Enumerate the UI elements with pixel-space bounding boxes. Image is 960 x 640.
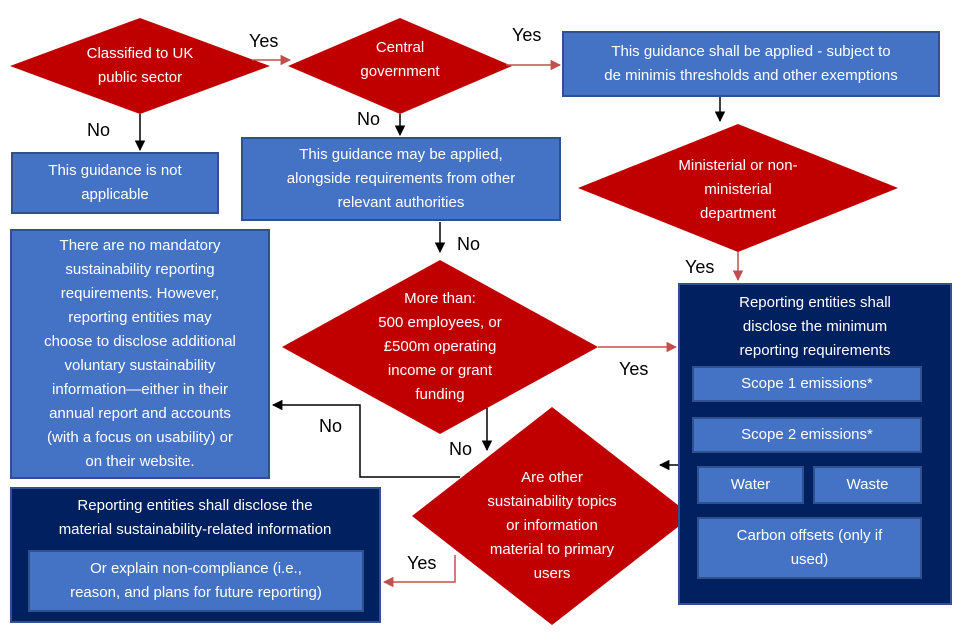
label-yes-ministerial: Yes <box>685 257 715 277</box>
label-no-classified: No <box>87 120 111 140</box>
label-yes-central: Yes <box>512 25 542 45</box>
decision-ministerial: Ministerial or non- ministerial departme… <box>678 157 798 222</box>
decision-material: Are other sustainability topics or infor… <box>487 469 617 582</box>
item-carbon-offsets: Carbon offsets (only if used) <box>697 517 922 579</box>
decision-classified-shape <box>10 18 270 114</box>
decision-size: More than: 500 employees, or £500m opera… <box>378 290 502 403</box>
label-yes-classified: Yes <box>249 31 279 51</box>
label-no-central: No <box>357 109 381 129</box>
item-scope2: Scope 2 emissions* <box>692 417 922 453</box>
decision-classified: Classified to UK public sector <box>86 45 194 86</box>
decision-size-shape <box>282 260 598 434</box>
item-water: Water <box>697 466 804 504</box>
material-disclosure-title: Reporting entities shall disclose the ma… <box>58 497 332 538</box>
decision-central-shape <box>288 18 512 114</box>
label-no-may-apply: No <box>457 234 481 254</box>
arrow-material-yes <box>382 555 456 588</box>
decision-material-shape <box>412 407 692 625</box>
box-guidance-not-applicable: This guidance is not applicable <box>11 152 219 214</box>
box-guidance-applied: This guidance shall be applied - subject… <box>562 31 940 97</box>
item-scope1: Scope 1 emissions* <box>692 366 922 402</box>
item-explain-noncompliance: Or explain non-compliance (i.e., reason,… <box>28 550 364 612</box>
label-no-material: No <box>319 416 343 436</box>
decision-central: Central government <box>360 39 440 80</box>
box-no-mandatory: There are no mandatory sustainability re… <box>10 229 270 479</box>
minimum-requirements-title: Reporting entities shall disclose the mi… <box>739 294 891 359</box>
box-guidance-may-apply: This guidance may be applied, alongside … <box>241 137 561 221</box>
item-waste: Waste <box>813 466 922 504</box>
label-no-size: No <box>449 439 473 459</box>
decision-ministerial-shape <box>578 124 898 252</box>
label-yes-size: Yes <box>619 359 649 379</box>
arrow-material-no <box>271 399 460 478</box>
label-yes-material: Yes <box>407 553 437 573</box>
